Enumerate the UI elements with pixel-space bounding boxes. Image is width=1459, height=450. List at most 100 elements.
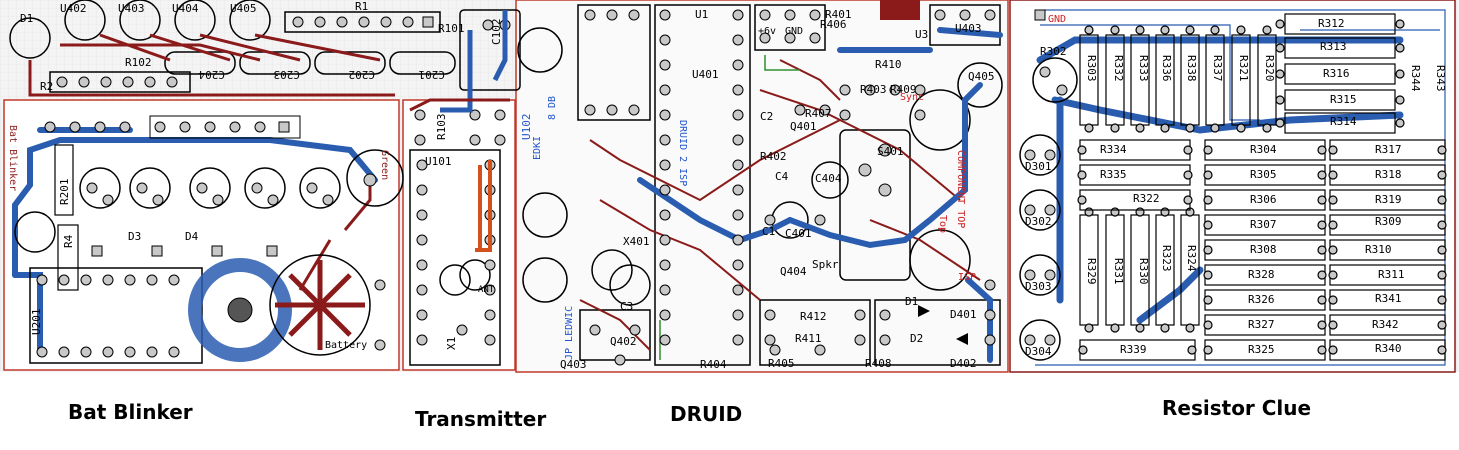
label-r101: R101 xyxy=(438,22,465,35)
label-r325: R325 xyxy=(1248,343,1275,356)
label-d301: D301 xyxy=(1025,160,1052,173)
label-r320: R320 xyxy=(1263,55,1276,82)
label-r326: R326 xyxy=(1248,293,1275,306)
label-r337: R337 xyxy=(1211,55,1224,82)
label-u404: U404 xyxy=(172,2,199,15)
caption-bat-blinker: Bat Blinker xyxy=(68,400,193,424)
label-r2: R2 xyxy=(40,80,53,93)
label-r333: R333 xyxy=(1137,55,1150,82)
label-c401: C401 xyxy=(785,227,812,240)
label-r309: R309 xyxy=(1375,215,1402,228)
label-r404: R404 xyxy=(700,358,727,371)
bat-blinker-board: D1 U402 U403 U404 U405 R1 R101 R2 R102 C… xyxy=(7,0,465,364)
label-8-db: 8 DB xyxy=(547,96,558,120)
label-r311: R311 xyxy=(1378,268,1405,281)
label-r316: R316 xyxy=(1323,67,1350,80)
label-r335: R335 xyxy=(1100,168,1127,181)
label-r324: R324 xyxy=(1185,245,1198,272)
label-c203: C203 xyxy=(274,68,301,81)
label-r319: R319 xyxy=(1375,193,1402,206)
label-r329: R329 xyxy=(1085,258,1098,285)
label-r310: R310 xyxy=(1365,243,1392,256)
label-q401: Q401 xyxy=(790,120,817,133)
label-c404: C404 xyxy=(815,172,842,185)
label-spkr: Spkr xyxy=(812,258,839,271)
label-c201: C201 xyxy=(419,68,446,81)
druid-board: U1 U401 U3 U403 R401 R402 R403 R404 R405… xyxy=(522,0,1003,371)
label-r323: R323 xyxy=(1160,245,1173,272)
label-u403: U403 xyxy=(955,22,982,35)
label-r317: R317 xyxy=(1375,143,1402,156)
label-battery: Battery xyxy=(325,340,367,351)
caption-resistor-clue: Resistor Clue xyxy=(1162,396,1312,420)
label-component-top: COMPONENT TOP xyxy=(955,150,966,228)
label-r308: R308 xyxy=(1250,243,1277,256)
label-q404: Q404 xyxy=(780,265,807,278)
label-u101: U101 xyxy=(425,155,452,168)
label-c2: C2 xyxy=(760,110,773,123)
label-r341: R341 xyxy=(1375,292,1402,305)
label-r343: R343 xyxy=(1434,65,1447,92)
label-r408: R408 xyxy=(865,357,892,370)
label-sync: Sync xyxy=(900,92,924,103)
label-r312: R312 xyxy=(1318,17,1345,30)
label-r336: R336 xyxy=(1160,55,1173,82)
label-u1: U1 xyxy=(695,8,708,21)
label-u3: U3 xyxy=(915,28,928,41)
label-u405: U405 xyxy=(230,2,257,15)
label-green: Green xyxy=(379,150,390,180)
label-c1: C1 xyxy=(762,225,775,238)
label-u403: U403 xyxy=(118,2,145,15)
label-r201: R201 xyxy=(58,179,71,206)
label-r407: R407 xyxy=(805,107,832,120)
label-r334: R334 xyxy=(1100,143,1127,156)
label-r102: R102 xyxy=(125,56,152,69)
label-d3: D3 xyxy=(128,230,141,243)
label-r330: R330 xyxy=(1137,258,1150,285)
label-r318: R318 xyxy=(1375,168,1402,181)
label-r103: R103 xyxy=(435,114,448,141)
label-r303: R303 xyxy=(1085,55,1098,82)
horizontal-resistors xyxy=(1077,13,1447,361)
label-d402: D402 xyxy=(950,357,977,370)
caption-druid: DRUID xyxy=(670,402,743,426)
label-x1: X1 xyxy=(445,337,458,350)
label-r306: R306 xyxy=(1250,193,1277,206)
label-c202: C202 xyxy=(349,68,376,81)
label-r305: R305 xyxy=(1250,168,1277,181)
label-bat-blinker-side: Bat Blinker xyxy=(7,125,18,191)
label-edki: EDKI xyxy=(532,136,543,160)
label-q403: Q403 xyxy=(560,358,587,371)
resistor-clue-board: GND D301 D302 D303 D304 R302 R303 R332 R… xyxy=(1019,9,1447,366)
label-r331: R331 xyxy=(1112,258,1125,285)
label-jp-ledwic: JP LEDWIC xyxy=(564,306,575,360)
label-d304: D304 xyxy=(1025,345,1052,358)
label-x401: X401 xyxy=(623,235,650,248)
caption-transmitter: Transmitter xyxy=(415,407,547,431)
label-druid-isp: DRUID 2 ISP xyxy=(677,120,688,186)
label-r412: R412 xyxy=(800,310,827,323)
label-r342: R342 xyxy=(1372,318,1399,331)
label-r339: R339 xyxy=(1120,343,1147,356)
label-r304: R304 xyxy=(1250,143,1277,156)
label-r340: R340 xyxy=(1375,342,1402,355)
label-gnd: GND xyxy=(785,26,803,37)
label-u402: U402 xyxy=(60,2,87,15)
label-r411: R411 xyxy=(795,332,822,345)
label-r328: R328 xyxy=(1248,268,1275,281)
label-r403: R403 xyxy=(860,83,887,96)
label-d1: D1 xyxy=(905,295,918,308)
label-r4: R4 xyxy=(62,234,75,248)
label-d1: D1 xyxy=(20,12,33,25)
label-c4: C4 xyxy=(775,170,789,183)
druid-outline xyxy=(515,0,1009,373)
label-d4: D4 xyxy=(185,230,199,243)
label-d303: D303 xyxy=(1025,280,1052,293)
label-6v: +6v xyxy=(758,26,776,37)
transmitter-board: U101 X1 C102 R103 U102 ANT xyxy=(409,9,563,366)
label-r402: R402 xyxy=(760,150,787,163)
label-r315: R315 xyxy=(1330,93,1357,106)
label-r338: R338 xyxy=(1185,55,1198,82)
label-r406: R406 xyxy=(820,18,847,31)
